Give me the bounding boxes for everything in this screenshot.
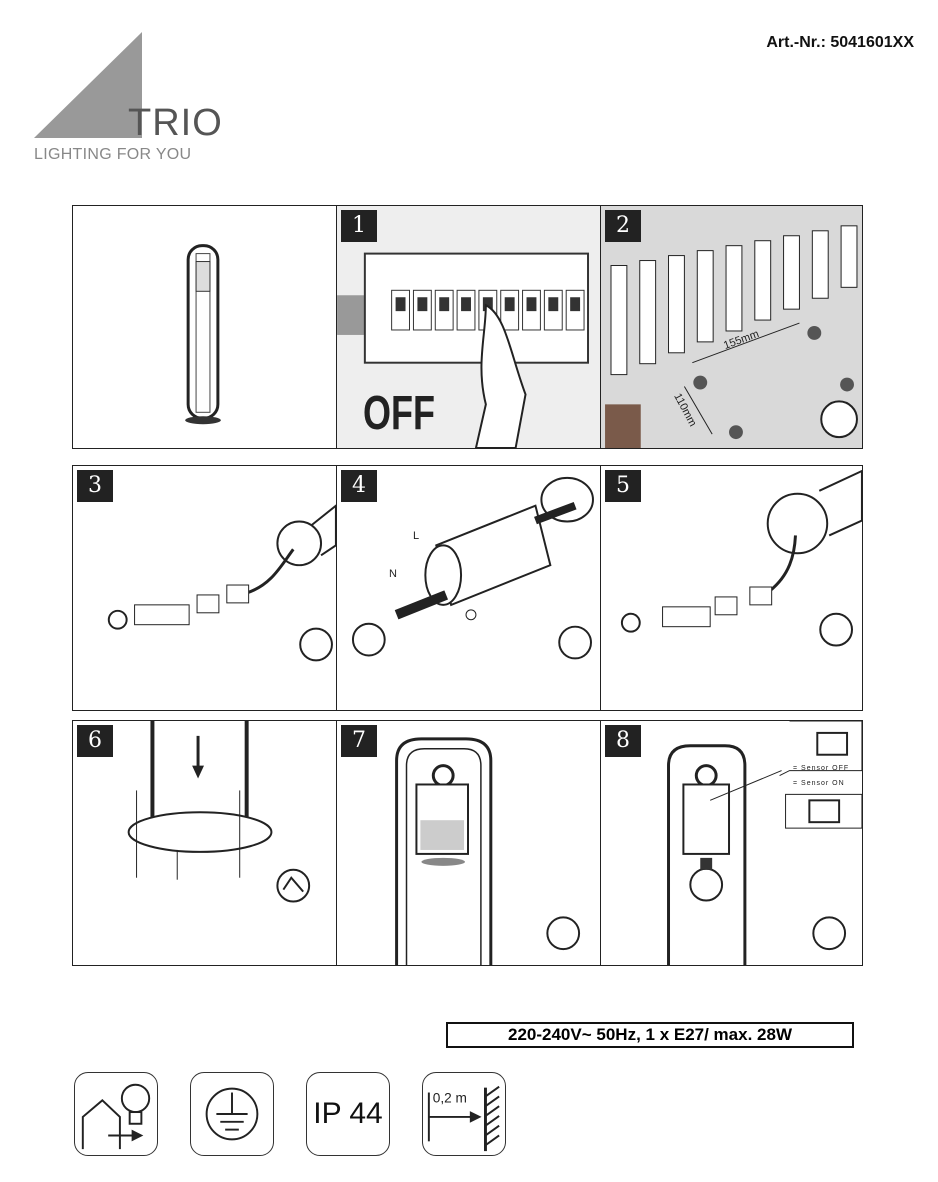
ip-rating-icon: IP 44 (306, 1072, 390, 1156)
step-5-panel: 5 (600, 465, 863, 711)
step-number: 8 (605, 725, 641, 757)
base-mounting-illustration (127, 721, 311, 903)
min-distance-icon: 0,2 m (422, 1072, 506, 1156)
sensor-on-label: = Sensor ON (793, 780, 845, 787)
logo-tagline: LIGHTING FOR YOU (34, 146, 192, 163)
step-6-panel: 6 (72, 720, 337, 966)
cable-connector-illustration (107, 504, 336, 662)
step-number: 1 (341, 210, 377, 242)
step-3-panel: 3 (72, 465, 337, 711)
cable-connector-assembly-illustration (620, 469, 862, 647)
step-number: 7 (341, 725, 377, 757)
electrical-spec: 220-240V~ 50Hz, 1 x E27/ max. 28W (446, 1022, 854, 1048)
distance-label: 0,2 m (433, 1090, 467, 1105)
step-number: 5 (605, 470, 641, 502)
step-1-panel: 1 OFF (336, 205, 601, 449)
outdoor-use-icon (74, 1072, 158, 1156)
step-number: 4 (341, 470, 377, 502)
lamp-housing-illustration (395, 737, 581, 965)
step-number: 2 (605, 210, 641, 242)
off-label: OFF (363, 387, 435, 440)
step-number: 6 (77, 725, 113, 757)
wiring-junction-illustration (351, 476, 594, 660)
protective-earth-icon (190, 1072, 274, 1156)
trio-logo (34, 32, 142, 138)
sensor-off-label: = Sensor OFF (793, 765, 850, 772)
bulb-and-sensor-switch-illustration (667, 721, 862, 965)
step-4-panel: 4 L N (336, 465, 601, 711)
step-8-panel: 8 = Sensor OFF = Sensor ON (600, 720, 863, 966)
bollard-lamp-illustration (185, 244, 221, 425)
article-number: Art.-Nr.: 5041601XX (766, 34, 914, 51)
step-2-panel: 2 155mm 110mm (600, 205, 863, 449)
mounting-holes-illustration (605, 225, 858, 448)
wire-l-label: L (413, 530, 420, 542)
step-7-panel: 7 (336, 720, 601, 966)
step-number: 3 (77, 470, 113, 502)
product-overview-panel (72, 205, 337, 449)
wire-n-label: N (389, 568, 397, 580)
circuit-breaker-illustration (337, 252, 590, 448)
logo-name: TRIO (128, 102, 223, 144)
